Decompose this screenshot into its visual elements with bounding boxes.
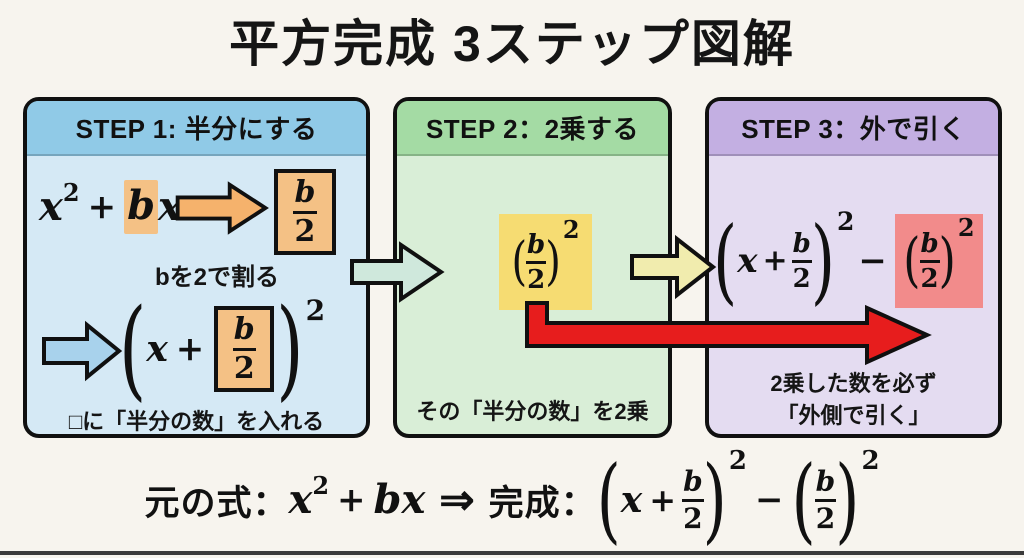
step2-to-step3-arrow-icon (630, 234, 717, 300)
fraction-b-over-2: b 2 (814, 464, 837, 535)
math-b: b (683, 464, 703, 498)
math-plus: + (175, 329, 205, 369)
math-x: x (146, 328, 168, 370)
left-paren: ( (119, 285, 147, 413)
left-paren: ( (596, 444, 621, 555)
summary-label-done: 完成： (488, 483, 597, 523)
step3-header-label: STEP 3：外で引く (741, 114, 966, 144)
left-paren: ( (791, 444, 816, 555)
math-plus: + (87, 187, 117, 227)
step1-transform-arrow-icon (175, 181, 269, 235)
step2-header-label: STEP 2：2乗する (425, 114, 640, 144)
math-2: 2 (792, 263, 811, 294)
step3-completed-expression: ( x + b 2 ) 2 − ( b 2 ) 2 (713, 209, 983, 313)
math-2: 2 (683, 501, 703, 535)
right-paren: ) (938, 226, 956, 296)
fraction-b-over-2: b 2 (919, 228, 940, 294)
implies-arrow: ⇒ (439, 476, 475, 523)
step1-to-step2-arrow-icon (350, 241, 445, 303)
math-exponent: 2 (957, 213, 975, 242)
math-b: b (294, 174, 316, 210)
half-b-box-inline: b 2 (214, 306, 275, 392)
b-highlight: b (124, 180, 159, 234)
math-exponent: 2 (562, 215, 580, 244)
fraction-bar (814, 498, 837, 502)
step2-panel: STEP 2：2乗する ( b 2 ) 2 その「半分の数」を2乗 (393, 97, 672, 438)
math-2: 2 (815, 501, 836, 535)
math-exponent: 2 (837, 207, 855, 236)
left-paren: ( (903, 226, 921, 296)
step1-caption-divide: bを2で割る (154, 264, 279, 291)
subtracted-term-box: ( b 2 ) 2 (894, 213, 983, 308)
bottom-border-line (0, 551, 1024, 555)
math-2: 2 (294, 213, 316, 249)
math-b: b (373, 476, 402, 523)
step1-squared-expression: ( x + b 2 ) 2 (119, 285, 326, 413)
fraction-bar (919, 259, 940, 263)
fraction-b-over-2: b 2 (232, 311, 256, 386)
left-paren: ( (511, 232, 528, 292)
math-exponent: 2 (305, 294, 326, 327)
math-exponent: 2 (861, 446, 880, 476)
math-2: 2 (920, 263, 939, 294)
step3-panel: STEP 3：外で引く ( x + b 2 ) 2 − ( b 2 ) (705, 97, 1002, 438)
subtract-flow-arrow-icon (525, 301, 932, 366)
summary-completed-expression: ( x + b 2 ) 2 − ( b 2 ) 2 (597, 448, 880, 552)
right-paren: ) (835, 444, 860, 555)
math-b: b (792, 228, 811, 259)
step1-header-label: STEP 1: 半分にする (75, 114, 318, 144)
math-2: 2 (233, 350, 255, 386)
math-minus: − (754, 480, 784, 520)
math-b: b (127, 182, 156, 229)
math-plus: + (762, 243, 788, 278)
fraction-bar (791, 259, 812, 263)
right-paren: ) (545, 232, 561, 292)
step3-caption-line2: 「外側で引く」 (776, 403, 931, 428)
fraction-b-over-2: b 2 (791, 228, 812, 294)
step3-caption-line1: 2乗した数を必ず (770, 371, 937, 396)
math-x: x (288, 476, 313, 523)
fraction-bar (682, 498, 704, 502)
left-paren: ( (713, 205, 738, 316)
squared-half-box: ( b 2 ) 2 (499, 214, 592, 310)
math-exponent: 2 (728, 446, 747, 476)
math-minus: − (858, 241, 887, 281)
math-b: b (815, 464, 836, 498)
fraction-bar (526, 260, 547, 264)
math-x: x (737, 241, 758, 281)
step3-header: STEP 3：外で引く (709, 101, 998, 156)
right-paren: ) (810, 205, 836, 316)
step1-result-arrow-icon (42, 320, 123, 382)
step1-header: STEP 1: 半分にする (27, 101, 366, 156)
fraction-b-over-2: b 2 (682, 464, 704, 535)
step2-header: STEP 2：2乗する (397, 101, 668, 156)
fraction-b-over-2: b 2 (526, 229, 547, 295)
math-plus: + (649, 481, 677, 519)
fraction-b-over-2: b 2 (293, 174, 317, 249)
summary-label-original: 元の式： (144, 483, 289, 523)
half-b-box: b 2 (274, 169, 336, 255)
math-x: x (401, 476, 426, 523)
fraction-bar (293, 210, 317, 214)
right-paren: ) (702, 444, 727, 555)
math-x: x (620, 479, 643, 521)
math-exponent: 2 (312, 471, 330, 500)
math-2: 2 (527, 264, 546, 295)
page-title: 平方完成 3ステップ図解 (229, 16, 795, 72)
fraction-bar (232, 347, 256, 351)
right-paren: ) (276, 285, 304, 413)
math-b: b (527, 229, 546, 260)
math-exponent: 2 (62, 178, 80, 207)
math-plus: + (337, 480, 366, 520)
step1-caption-fill: □に「半分の数」を入れる (68, 409, 325, 434)
step2-caption: その「半分の数」を2乗 (416, 399, 649, 424)
math-x: x (39, 183, 63, 230)
math-b: b (233, 311, 255, 347)
math-b: b (920, 228, 939, 259)
